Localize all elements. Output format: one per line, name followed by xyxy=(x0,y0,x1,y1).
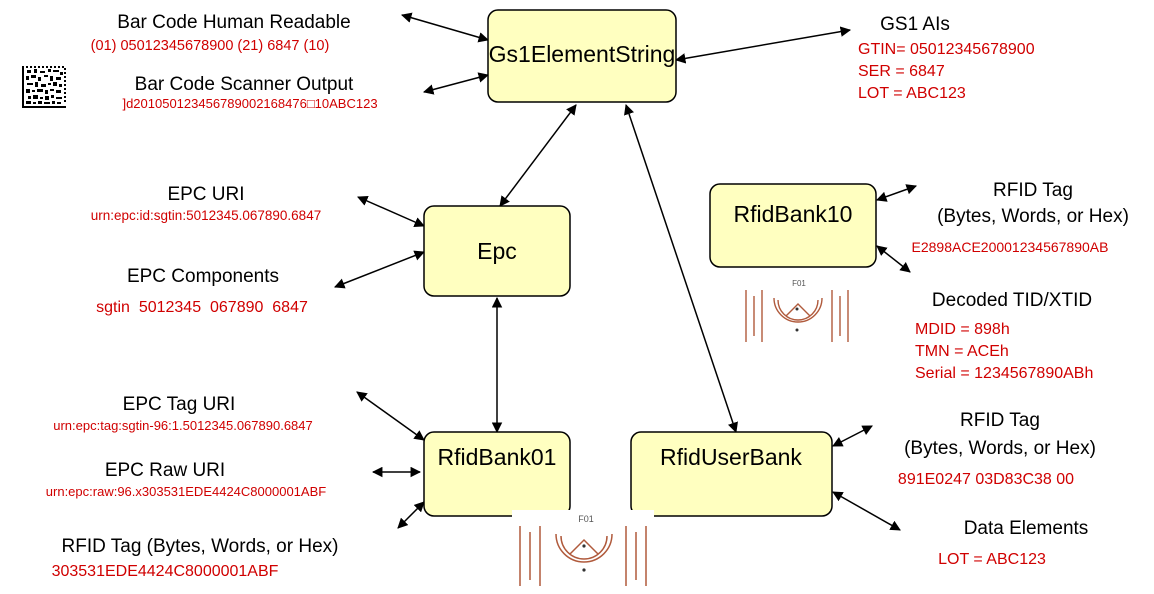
rfid-tag-icon: F01 xyxy=(512,510,654,594)
rfid-tag-icon: F01 xyxy=(738,276,856,356)
bank01-tag-value: 303531EDE4424C8000001ABF xyxy=(52,563,279,580)
edges xyxy=(334,12,917,531)
edge-barcode-scanner xyxy=(422,72,490,95)
epc-components-value: sgtin 5012345 067890 6847 xyxy=(96,299,308,316)
gs1-ais-label: GS1 AIs xyxy=(880,14,950,35)
epc-raw-uri-label: EPC Raw URI xyxy=(105,460,225,481)
edge-userbank-tag xyxy=(832,425,873,447)
node-gs1-element-string: Gs1ElementString xyxy=(487,9,677,103)
barcode-human-label: Bar Code Human Readable xyxy=(117,12,350,33)
epc-components-label: EPC Components xyxy=(127,266,279,287)
barcode-scanner-label: Bar Code Scanner Output xyxy=(135,74,354,95)
rfid-tag-chip-label: F01 xyxy=(792,279,806,288)
epc-raw-uri-value: urn:epc:raw:96.x303531EDE4424C8000001ABF xyxy=(46,484,326,499)
gs1-ai-ser: SER = 6847 xyxy=(858,63,945,80)
gs1-ai-gtin: GTIN= 05012345678900 xyxy=(858,41,1035,58)
epc-uri-label: EPC URI xyxy=(167,184,244,205)
data-elements-value: LOT = ABC123 xyxy=(938,551,1046,568)
edge-gs1-ais xyxy=(674,26,852,64)
edge-gs1-epc xyxy=(499,104,577,207)
edge-epc-tag-uri xyxy=(356,391,425,441)
node-epc-label: Epc xyxy=(477,238,517,264)
edge-barcode-human xyxy=(400,12,490,43)
decoded-tid-serial: Serial = 1234567890ABh xyxy=(915,365,1093,382)
edge-bank01-tag xyxy=(397,501,425,529)
edge-epc-components xyxy=(334,250,425,289)
decoded-tid-label: Decoded TID/XTID xyxy=(932,290,1092,311)
node-rfidbank01: RfidBank01 xyxy=(423,431,571,517)
bank10-tag-value: E2898ACE20001234567890AB xyxy=(912,239,1109,255)
edge-userbank-data xyxy=(832,491,901,531)
node-rfidbank10: RfidBank10 xyxy=(709,183,877,268)
data-elements-label: Data Elements xyxy=(964,518,1089,539)
node-rfidbank01-label: RfidBank01 xyxy=(438,444,557,470)
node-rfiduserbank: RfidUserBank xyxy=(630,431,833,517)
barcode-human-value: (01) 05012345678900 (21) 6847 (10) xyxy=(91,38,330,54)
epc-uri-value: urn:epc:id:sgtin:5012345.067890.6847 xyxy=(91,208,321,223)
decoded-tid-mdid: MDID = 898h xyxy=(915,321,1010,338)
epc-tag-uri-label: EPC Tag URI xyxy=(123,394,236,415)
user-tag-value: 891E0247 03D83C38 00 xyxy=(898,471,1074,488)
node-rfiduserbank-label: RfidUserBank xyxy=(660,444,802,470)
barcode-scanner-value: ]d201050123456789002168476□10ABC123 xyxy=(122,96,377,111)
bank10-tag-label-1: RFID Tag xyxy=(993,180,1073,201)
node-epc: Epc xyxy=(423,205,571,297)
bank01-tag-label: RFID Tag (Bytes, Words, or Hex) xyxy=(62,536,339,557)
user-tag-label-1: RFID Tag xyxy=(960,410,1040,431)
decoded-tid-tmn: TMN = ACEh xyxy=(915,343,1009,360)
gs1-ai-lot: LOT = ABC123 xyxy=(858,85,966,102)
rfid-tag-chip-label: F01 xyxy=(578,514,594,524)
epc-tag-uri-value: urn:epc:tag:sgtin-96:1.5012345.067890.68… xyxy=(53,418,313,433)
node-gs1-label: Gs1ElementString xyxy=(489,41,676,67)
edge-bank10-tid xyxy=(876,245,911,273)
bank10-tag-label-2: (Bytes, Words, or Hex) xyxy=(937,206,1129,227)
datamatrix-barcode-icon xyxy=(22,66,66,108)
node-rfidbank10-label: RfidBank10 xyxy=(734,201,853,227)
edge-epc-uri xyxy=(357,195,425,228)
edge-gs1-userbank xyxy=(624,104,738,433)
user-tag-label-2: (Bytes, Words, or Hex) xyxy=(904,438,1096,459)
edge-bank10-tag xyxy=(876,184,917,202)
